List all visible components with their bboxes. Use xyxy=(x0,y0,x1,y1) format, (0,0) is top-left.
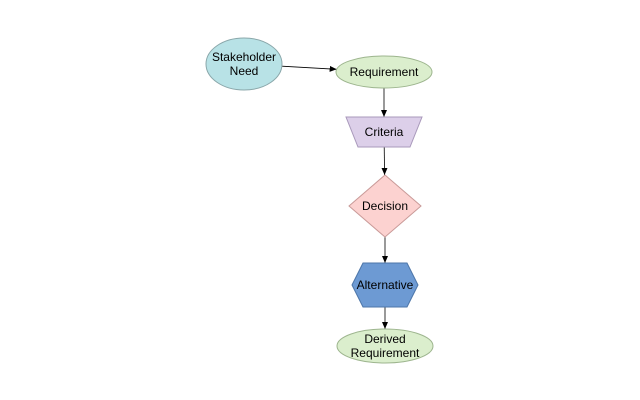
alternative-shape xyxy=(351,262,419,308)
node-requirement[interactable]: Requirement xyxy=(335,55,433,89)
node-criteria[interactable]: Criteria xyxy=(345,116,423,148)
alternative-label-line: Alternative xyxy=(357,278,414,292)
decision-label-line: Decision xyxy=(362,199,408,213)
criteria-shape xyxy=(345,116,423,148)
decision-shape xyxy=(348,174,422,238)
derived-requirement-label-line: Derived xyxy=(364,332,405,346)
derived-requirement-shape xyxy=(336,328,434,364)
requirement-shape xyxy=(335,55,433,89)
stakeholder-need-label-line: Need xyxy=(230,64,259,78)
criteria-label: Criteria xyxy=(365,125,404,139)
alternative-label: Alternative xyxy=(357,278,414,292)
requirement-label: Requirement xyxy=(350,65,419,79)
criteria-label-line: Criteria xyxy=(365,125,404,139)
node-decision[interactable]: Decision xyxy=(348,174,422,238)
stakeholder-need-label-line: Stakeholder xyxy=(212,50,276,64)
derived-requirement-label-line: Requirement xyxy=(351,346,420,360)
node-alternative[interactable]: Alternative xyxy=(351,262,419,308)
edge-stakeholder-need-to-requirement xyxy=(281,65,337,72)
edge-layer xyxy=(281,65,388,329)
decision-label: Decision xyxy=(362,199,408,213)
requirement-label-line: Requirement xyxy=(350,65,419,79)
stakeholder-need-shape xyxy=(205,37,283,91)
